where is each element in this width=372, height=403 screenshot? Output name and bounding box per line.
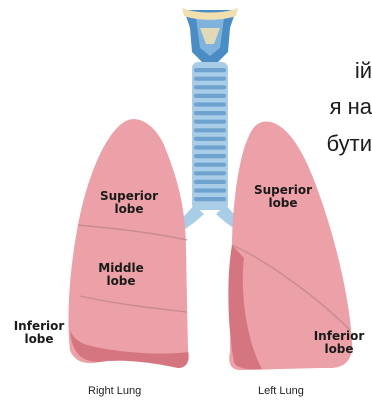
trachea-ring [194, 120, 226, 124]
trachea-ring [194, 154, 226, 158]
trachea-ring [194, 197, 226, 201]
trachea-ring [194, 188, 226, 192]
trachea-ring [194, 94, 226, 98]
trachea-ring [194, 102, 226, 106]
trachea-ring [194, 111, 226, 115]
trachea-ring [194, 68, 226, 72]
trachea-ring [194, 137, 226, 141]
cropped-text-line-3: бути [327, 133, 372, 155]
trachea-ring [194, 180, 226, 184]
trachea-ring [194, 77, 226, 81]
trachea-ring [194, 163, 226, 167]
trachea-ring [194, 145, 226, 149]
right-lung-caption: Right Lung [88, 385, 141, 397]
trachea [192, 62, 228, 210]
trachea-ring [194, 128, 226, 132]
trachea-ring [194, 85, 226, 89]
left-lung-caption: Left Lung [258, 385, 304, 397]
larynx [182, 8, 238, 62]
cropped-text-line-2: я на [330, 96, 372, 118]
trachea-ring [194, 171, 226, 175]
cropped-text-line-1: ій [355, 60, 372, 82]
right-lung [68, 119, 188, 368]
